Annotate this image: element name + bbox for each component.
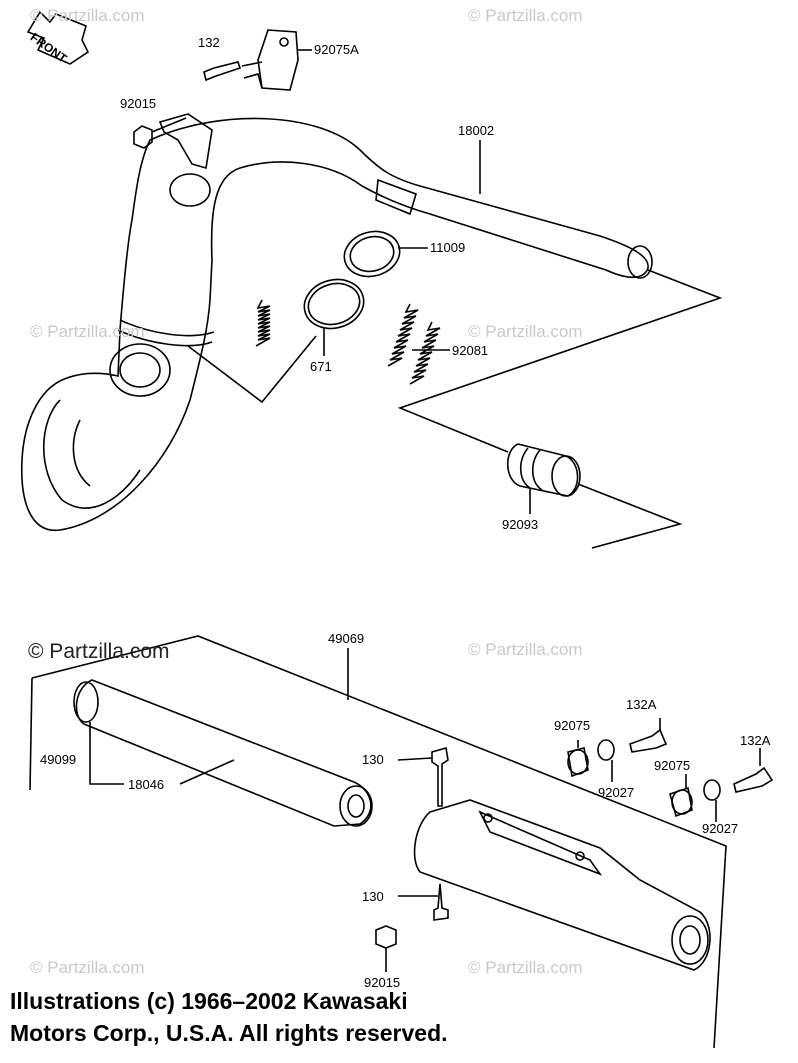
part-label-92027-b: 92027 (702, 821, 739, 836)
watermark: © Partzilla.com (468, 640, 583, 659)
muffler-body (413, 799, 711, 971)
watermark: © Partzilla.com (468, 322, 583, 341)
watermark: © Partzilla.com (468, 6, 583, 25)
part-label-132a-b: 132A (740, 733, 771, 748)
part-label-92015-top: 92015 (120, 96, 157, 111)
spring-right (409, 321, 441, 385)
part-label-130-top: 130 (362, 752, 384, 767)
copyright-line-1: Illustrations (c) 1966–2002 Kawasaki (10, 988, 408, 1014)
part-label-92075-b: 92075 (654, 758, 691, 773)
watermark: © Partzilla.com (30, 958, 145, 977)
collar-92027-b (703, 779, 721, 801)
watermark: © Partzilla.com (30, 322, 145, 341)
bracket-92075a (257, 29, 299, 91)
coupler-92093 (506, 443, 579, 497)
part-label-18046: 18046 (128, 777, 165, 792)
part-label-11009: 11009 (430, 240, 466, 255)
part-label-130-bottom: 130 (362, 889, 384, 904)
copyright-line-2: Motors Corp., U.S.A. All rights reserved… (10, 1020, 448, 1046)
spring-mid (387, 303, 419, 367)
part-label-92093: 92093 (502, 517, 539, 532)
bolt-132a-b (733, 766, 774, 793)
watermark: © Partzilla.com (30, 6, 145, 25)
collar-92027-a (597, 739, 615, 761)
part-label-92075a: 92075A (314, 42, 359, 57)
watermark-main: © Partzilla.com (28, 640, 170, 663)
spring-left (255, 299, 271, 347)
o-ring-671 (303, 278, 365, 330)
grommet-92075-a (567, 747, 589, 778)
muffler-core (75, 679, 372, 827)
part-label-671: 671 (310, 359, 332, 374)
bolt-132a-a (629, 728, 668, 753)
part-label-18002: 18002 (458, 123, 495, 138)
front-arrow-icon (26, 10, 90, 65)
part-label-92015-bottom: 92015 (364, 975, 401, 990)
nut-92015-bottom (375, 925, 397, 949)
watermark: © Partzilla.com (468, 958, 583, 977)
part-label-49099: 49099 (40, 752, 77, 767)
part-label-132: 132 (198, 35, 220, 50)
bolt-130-bottom (433, 883, 449, 921)
part-label-92027-a: 92027 (598, 785, 635, 800)
exhaust-pipe-18002 (20, 117, 649, 531)
copyright-notice: Illustrations (c) 1966–2002 Kawasaki Mot… (10, 985, 448, 1049)
bolt-132 (203, 61, 242, 82)
part-label-49069: 49069 (328, 631, 365, 646)
part-label-92075-a: 92075 (554, 718, 591, 733)
nut-92015-top (133, 125, 153, 149)
bolt-130-top (431, 746, 449, 807)
gasket-11009 (343, 230, 401, 278)
part-label-92081: 92081 (452, 343, 489, 358)
part-label-132a-a: 132A (626, 697, 657, 712)
